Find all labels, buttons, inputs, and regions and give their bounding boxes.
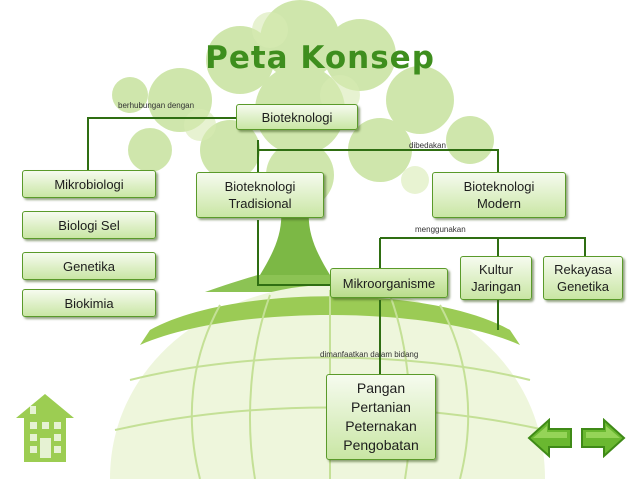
node-rekayasa-genetika: Rekayasa Genetika [543, 256, 623, 300]
arrow-right-icon[interactable] [580, 418, 626, 458]
node-biokimia: Biokimia [22, 289, 156, 317]
node-mikroorganisme: Mikroorganisme [330, 268, 448, 298]
node-bioteknologi: Bioteknologi [236, 104, 358, 130]
node-kultur-jaringan: Kultur Jaringan [460, 256, 532, 300]
node-bidang: Pangan Pertanian Peternakan Pengobatan [326, 374, 436, 460]
arrow-left-icon[interactable] [527, 418, 573, 458]
node-genetika: Genetika [22, 252, 156, 280]
node-bioteknologi-modern: Bioteknologi Modern [432, 172, 566, 218]
label-dibedakan: dibedakan [409, 141, 446, 150]
page-title: Peta Konsep [205, 40, 435, 76]
label-menggunakan: menggunakan [415, 225, 466, 234]
label-berhubungan-dengan: berhubungan dengan [118, 101, 195, 110]
node-mikrobiologi: Mikrobiologi [22, 170, 156, 198]
node-biologi-sel: Biologi Sel [22, 211, 156, 239]
home-icon[interactable] [14, 392, 76, 464]
label-dimanfaatkan: dimanfaatkan dalam bidang [320, 350, 419, 359]
node-bioteknologi-tradisional: Bioteknologi Tradisional [196, 172, 324, 218]
